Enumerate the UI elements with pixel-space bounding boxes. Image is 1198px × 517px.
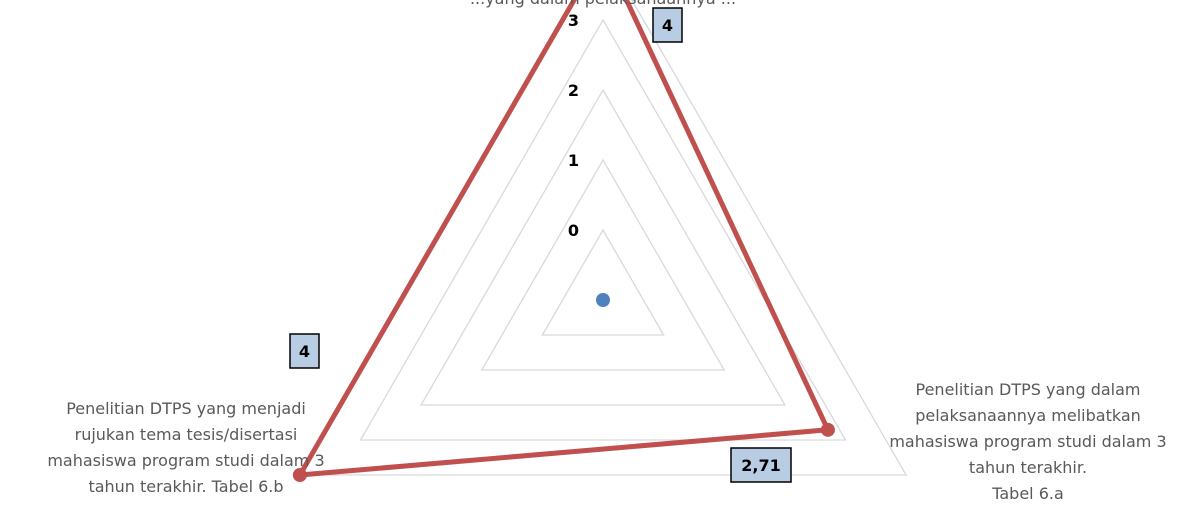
- data-point-2: [292, 468, 307, 482]
- axis-label-0-line-0: ...yang dalam pelaksanaannya ...: [470, 0, 736, 8]
- grid-ring-0: [541, 228, 665, 336]
- tick-label-3: 3: [568, 11, 579, 30]
- axis-label-2-line-2: mahasiswa program studi dalam 3: [47, 451, 324, 470]
- tick-label-0: 0: [568, 221, 579, 240]
- grid-ring-3: [359, 18, 847, 441]
- axis-label-1-line-3: tahun terakhir.: [969, 458, 1087, 477]
- axis-label-1-line-1: pelaksanaannya melibatkan: [915, 406, 1141, 425]
- data-label-1: 2,71: [741, 456, 780, 475]
- data-point-1: [820, 422, 835, 437]
- axis-label-2-line-3: tahun terakhir. Tabel 6.b: [88, 477, 283, 496]
- grid-ring-2: [419, 88, 787, 406]
- data-label-box-2: [289, 333, 320, 369]
- tick-label-1: 1: [568, 151, 579, 170]
- axis-label-1-line-0: Penelitian DTPS yang dalam: [916, 380, 1141, 399]
- axis-label-2-line-1: rujukan tema tesis/disertasi: [75, 425, 298, 444]
- axis-labels: ...yang dalam pelaksanaannya ... Peneliti…: [47, 0, 1166, 503]
- data-label-box-1: [730, 447, 792, 483]
- data-label-0: 4: [662, 16, 673, 35]
- data-labels: 4 2,71 4: [289, 7, 792, 483]
- axis-label-1-line-4: Tabel 6.a: [991, 484, 1064, 503]
- center-marker: [596, 293, 610, 307]
- axis-label-1: Penelitian DTPS yang dalam pelaksanaannya…: [889, 380, 1166, 503]
- data-label-box-0: [652, 7, 683, 43]
- axis-label-2: Penelitian DTPS yang menjadi rujukan tema…: [47, 399, 324, 496]
- grid-ring-1: [480, 158, 726, 371]
- tick-label-2: 2: [568, 81, 579, 100]
- tick-labels: 01234: [568, 11, 579, 240]
- series-line: [297, 0, 831, 478]
- axis-label-1-line-2: mahasiswa program studi dalam 3: [889, 432, 1166, 451]
- data-label-2: 4: [299, 342, 310, 361]
- series-layer: [292, 0, 835, 482]
- axis-label-2-line-0: Penelitian DTPS yang menjadi: [66, 399, 306, 418]
- axis-label-0: ...yang dalam pelaksanaannya ...: [470, 0, 736, 8]
